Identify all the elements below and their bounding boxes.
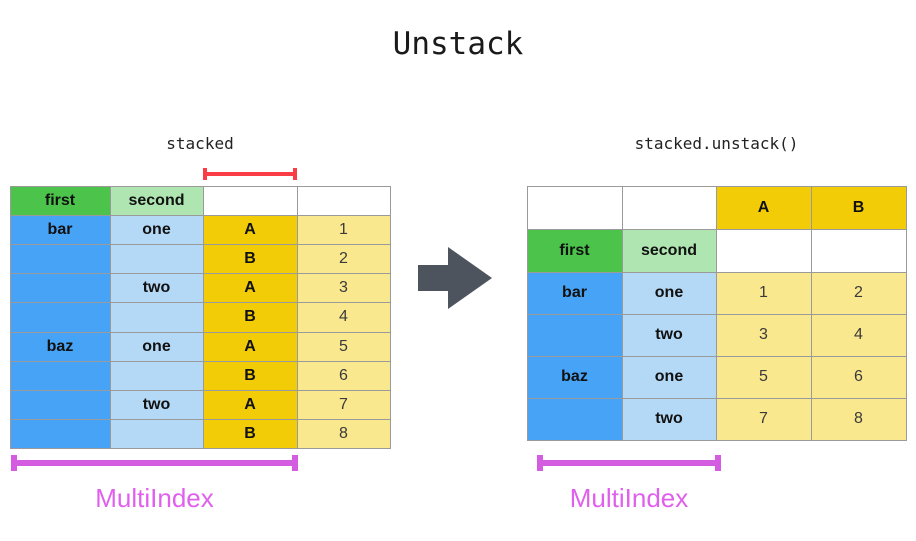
index-header-first: first (526, 228, 623, 273)
bracket-tick-right (292, 455, 298, 471)
column-header-blank-1 (526, 185, 623, 230)
table-row: A (202, 273, 298, 304)
table-row (526, 313, 623, 357)
right-table-caption: stacked.unstack() (634, 134, 799, 153)
table-row (9, 390, 111, 421)
column-header-a: A (715, 185, 812, 230)
table-row: B (202, 302, 298, 333)
multiindex-bracket-left (11, 455, 298, 471)
table-row: 3 (715, 313, 812, 357)
table-row: 1 (715, 271, 812, 315)
column-level-bracket (203, 168, 297, 180)
table-row (109, 360, 204, 392)
bracket-bar (11, 460, 298, 466)
table-row: 2 (296, 243, 391, 275)
bracket-tick-right (293, 168, 297, 180)
table-row: one (109, 214, 204, 245)
table-row: 2 (810, 271, 907, 315)
table-row: 7 (715, 397, 812, 441)
table-row: one (621, 355, 717, 399)
table-row: 4 (810, 313, 907, 357)
table-row (9, 273, 111, 304)
table-row: bar (9, 214, 111, 245)
column-header-blank-2 (621, 185, 717, 230)
index-header-blank-2 (810, 228, 907, 273)
table-row: 8 (810, 397, 907, 441)
table-row: 6 (296, 360, 391, 392)
table-row (526, 397, 623, 441)
table-row: 1 (296, 214, 391, 245)
table-row (9, 419, 111, 450)
table-row: two (621, 397, 717, 441)
table-row (9, 302, 111, 333)
table-row: A (202, 390, 298, 421)
bracket-bar (537, 460, 721, 466)
index-header-blank-1 (715, 228, 812, 273)
table-row: two (109, 273, 204, 304)
table-row: bar (526, 271, 623, 315)
index-header-second: second (621, 228, 717, 273)
table-row: B (202, 419, 298, 450)
table-row: one (621, 271, 717, 315)
header-cell-blank-1 (202, 185, 298, 216)
table-row (109, 302, 204, 333)
header-cell-first: first (9, 185, 111, 216)
table-row: 7 (296, 390, 391, 421)
table-row: two (621, 313, 717, 357)
column-header-b: B (810, 185, 907, 230)
header-cell-blank-2 (296, 185, 391, 216)
table-row: 3 (296, 273, 391, 304)
bracket-bar (203, 172, 297, 176)
table-row: 6 (810, 355, 907, 399)
bracket-tick-right (715, 455, 721, 471)
table-row: B (202, 360, 298, 392)
table-row: 5 (296, 331, 391, 362)
table-row: A (202, 331, 298, 362)
table-row (9, 243, 111, 275)
table-row (9, 360, 111, 392)
right-arrow-icon (418, 247, 492, 309)
table-row: 8 (296, 419, 391, 450)
header-cell-second: second (109, 185, 204, 216)
stacked-table: first second bar one A 1 B 2 two A 3 B 4… (9, 185, 391, 450)
unstacked-table: A B first second bar one 1 2 two 3 4 baz… (526, 185, 907, 441)
table-row: two (109, 390, 204, 421)
table-row: 4 (296, 302, 391, 333)
table-row: baz (9, 331, 111, 362)
table-row (109, 419, 204, 450)
table-row (109, 243, 204, 275)
left-table-caption: stacked (166, 134, 234, 153)
table-row: baz (526, 355, 623, 399)
multiindex-label-left: MultiIndex (95, 483, 214, 513)
table-row: B (202, 243, 298, 275)
multiindex-bracket-right (537, 455, 721, 471)
page-title: Unstack (392, 26, 524, 62)
table-row: one (109, 331, 204, 362)
table-row: A (202, 214, 298, 245)
multiindex-label-right: MultiIndex (569, 483, 689, 513)
table-row: 5 (715, 355, 812, 399)
